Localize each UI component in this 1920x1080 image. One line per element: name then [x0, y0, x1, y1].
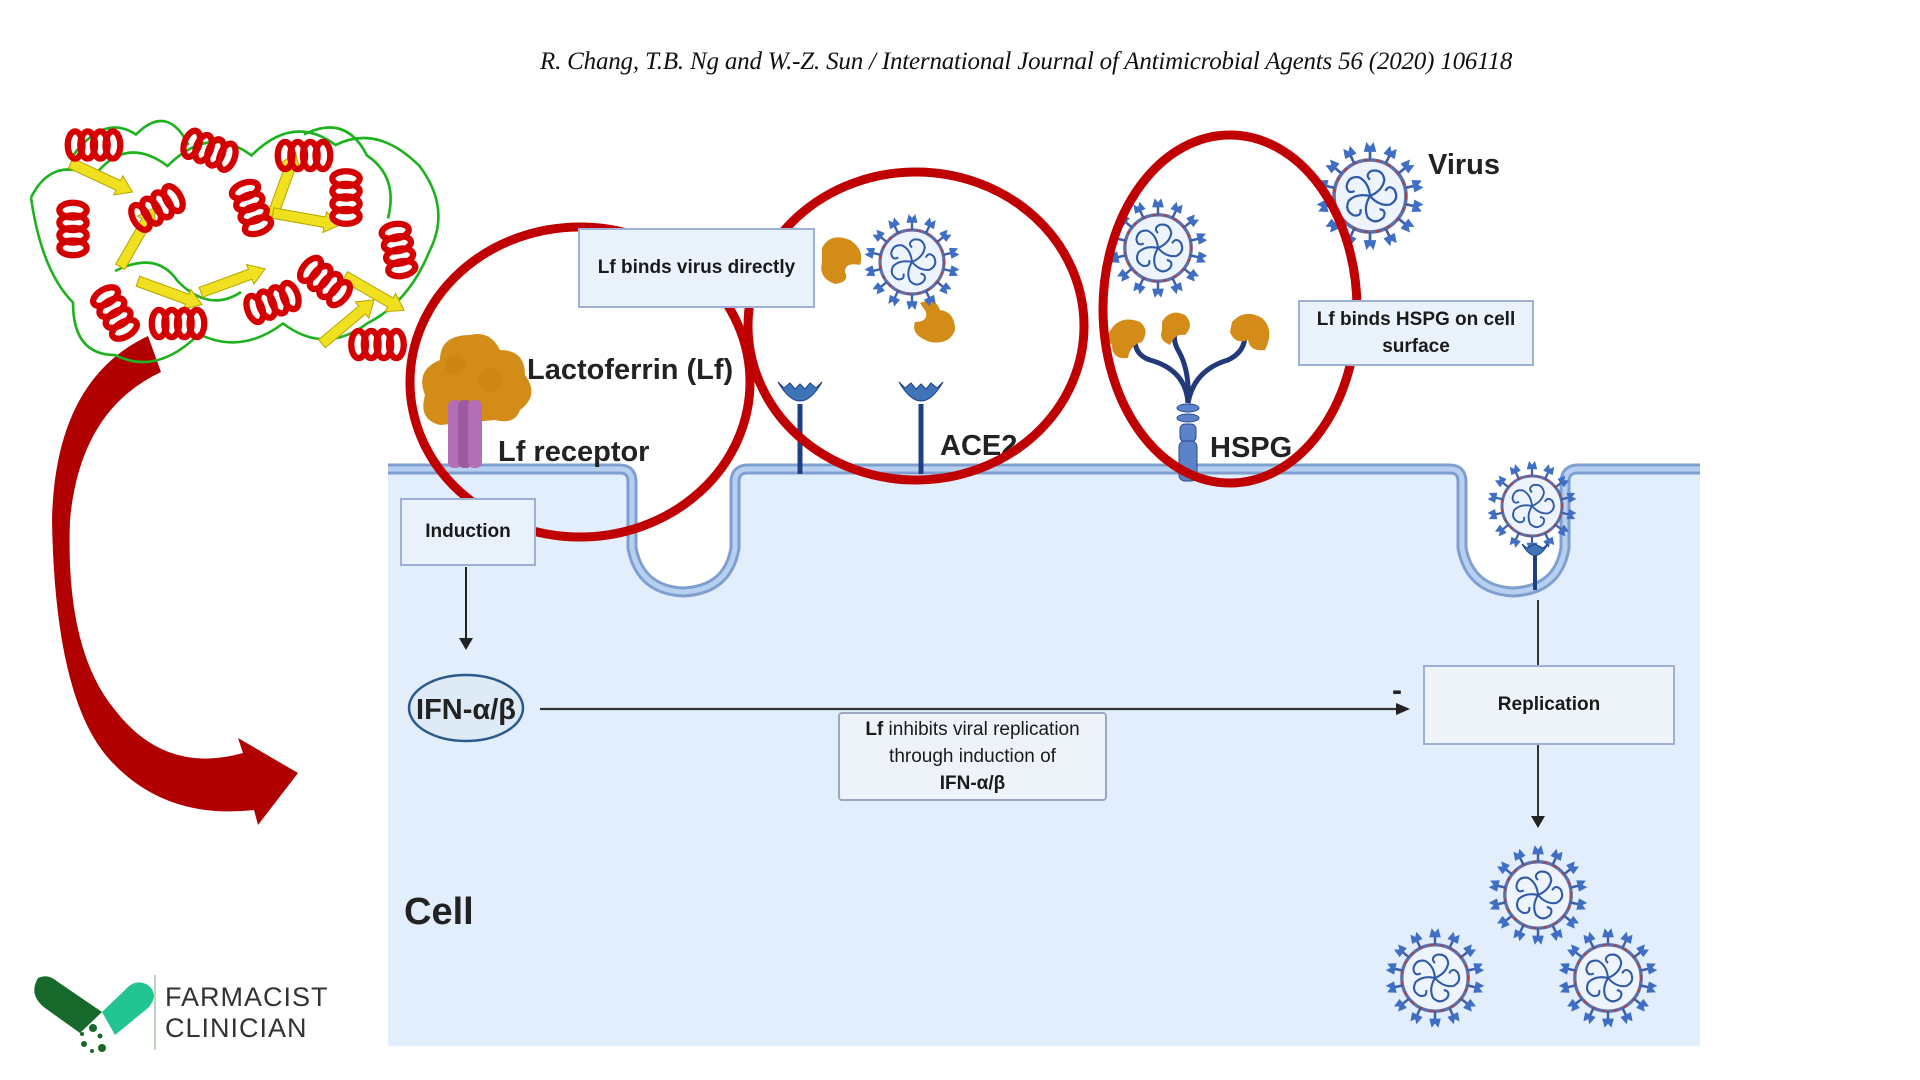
note-line-3: IFN-α/β — [939, 773, 1006, 794]
protein-helix — [243, 279, 302, 326]
note-lf-binds-virus: Lf binds virus directly — [578, 228, 815, 308]
note-lf-binds-hspg: Lf binds HSPG on cell surface — [1298, 300, 1534, 366]
protein-sheet — [317, 299, 375, 349]
virus-icon — [1385, 928, 1485, 1028]
ace2-receptor-internalized — [1521, 543, 1549, 590]
lactoferrin-protein-structure-icon — [29, 119, 440, 364]
replication-output-arrow — [1531, 745, 1545, 828]
label-hspg: HSPG — [1210, 432, 1292, 464]
protein-helix — [128, 183, 186, 233]
virus-icon — [1316, 142, 1424, 250]
protein-helix — [329, 168, 363, 227]
label-ifn: IFN-α/β — [416, 694, 516, 726]
virus-icon — [1488, 845, 1588, 945]
curved-arrow-icon — [52, 336, 298, 825]
ace2-receptor-right — [898, 381, 944, 474]
lactoferrin-blob — [914, 300, 955, 343]
protein-helix — [296, 254, 354, 309]
protein-helix — [64, 128, 124, 162]
ifn-node — [407, 673, 525, 743]
protein-sheet — [271, 207, 342, 234]
node-induction: Induction — [400, 498, 536, 566]
highlight-circle-lactoferrin — [405, 222, 755, 542]
virus-icon — [1558, 928, 1658, 1028]
protein-loop — [114, 261, 242, 302]
highlight-circle-ace2 — [743, 167, 1089, 485]
protein-helix — [180, 127, 239, 173]
citation-header: R. Chang, T.B. Ng and W.-Z. Sun / Intern… — [540, 48, 1513, 75]
protein-sheet — [67, 157, 134, 196]
logo-line-1: FARMACIST — [165, 982, 329, 1012]
protein-helix — [90, 284, 140, 342]
induction-arrow — [459, 567, 473, 650]
logo-line-2: CLINICIAN — [165, 1013, 308, 1043]
protein-helix — [228, 178, 275, 238]
protein-sheet — [135, 275, 203, 310]
protein-helix — [56, 199, 90, 259]
label-lf-receptor: Lf receptor — [498, 436, 649, 468]
note-line-2: through induction of — [889, 746, 1056, 767]
farmacist-clinician-logo-icon — [34, 975, 156, 1053]
protein-helix — [274, 138, 334, 173]
label-lactoferrin: Lactoferrin (Lf) — [527, 354, 733, 386]
logo-text: FARMACIST CLINICIAN — [165, 982, 329, 1044]
protein-helix — [348, 327, 407, 362]
ifn-to-replication-arrow — [540, 703, 1410, 715]
node-replication: Replication — [1423, 665, 1675, 745]
protein-loop — [29, 130, 440, 364]
protein-sheet — [114, 206, 157, 271]
virus-icon — [1487, 461, 1577, 551]
lactoferrin-blob — [821, 237, 862, 284]
protein-helix — [378, 220, 419, 280]
protein-sheet — [198, 263, 266, 298]
note-lf-inhibits-replication: Lf inhibits viral replication through in… — [838, 712, 1107, 801]
protein-loop — [303, 126, 392, 219]
virus-icon — [864, 214, 960, 310]
hspg-icon — [1108, 312, 1270, 482]
lf-receptor-icon — [448, 400, 482, 468]
inhibition-minus-sign: - — [1392, 674, 1402, 707]
protein-helix — [148, 306, 208, 341]
note-line-1: Lf inhibits viral replication — [865, 719, 1080, 740]
label-virus: Virus — [1428, 149, 1500, 181]
label-cell: Cell — [404, 891, 474, 933]
